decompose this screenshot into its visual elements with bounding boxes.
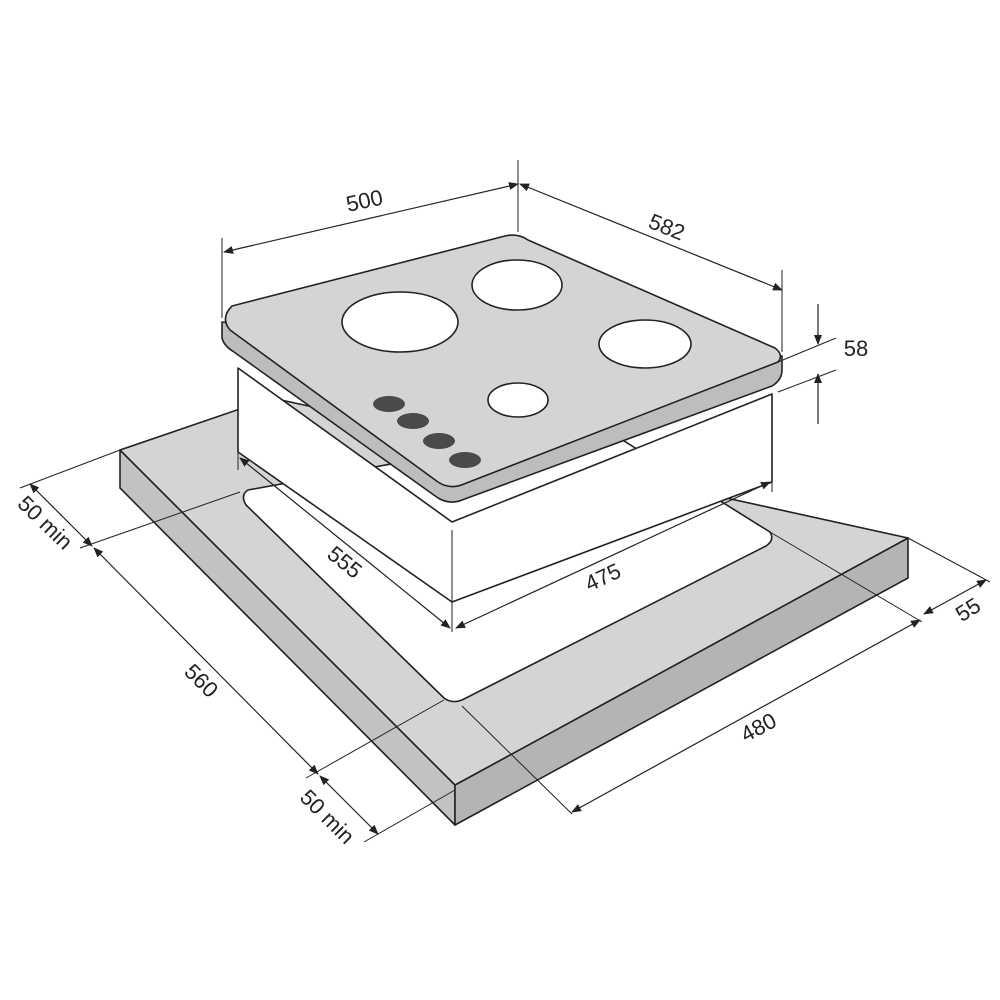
- dim-line-counter-depth: [93, 547, 319, 775]
- dim-line-counter-width: [571, 619, 921, 813]
- dim-line-hob-width: [223, 182, 519, 254]
- burner-back: [471, 259, 563, 311]
- dim-line-hob-depth: [519, 183, 783, 291]
- hob: [221, 234, 783, 603]
- burner-large-left: [341, 291, 459, 353]
- control-knob-2: [397, 413, 429, 429]
- burner-small-front: [487, 382, 549, 418]
- label-counter-depth: 560: [179, 659, 223, 703]
- dim-line-cutout-depth: [239, 457, 451, 629]
- dim-line-cutout-width: [455, 481, 771, 629]
- control-knob-3: [423, 433, 455, 449]
- dim-line-margin-back: [29, 483, 93, 547]
- control-knob-1: [373, 396, 405, 412]
- burner-right: [598, 319, 692, 369]
- label-margin-front: 50 min: [295, 785, 359, 849]
- label-hob-width: 500: [344, 185, 385, 217]
- dim-line-margin-front: [319, 775, 379, 835]
- label-counter-thickness: 55: [951, 593, 985, 627]
- control-knob-4: [449, 452, 481, 468]
- dimension-lines: [19, 160, 991, 843]
- dim-line-counter-thickness: [923, 579, 987, 615]
- label-counter-width: 480: [736, 708, 780, 747]
- label-hob-depth: 582: [645, 209, 688, 246]
- label-hob-height: 58: [844, 336, 868, 361]
